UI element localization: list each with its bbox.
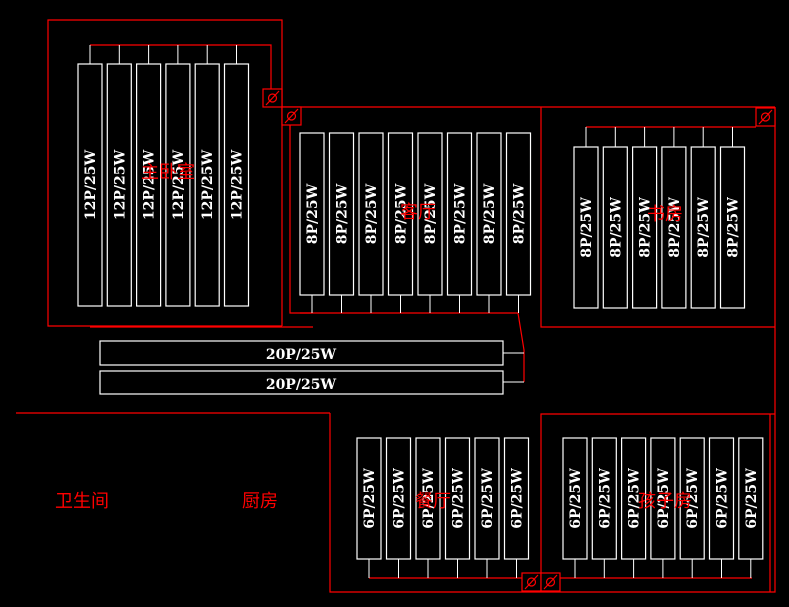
- radiator-label: 8P/25W: [638, 197, 654, 258]
- radiators: 12P/25W 12P/25W 12P/25W 12P/25W 12P/25W 12P/2…: [77, 45, 764, 578]
- radiator-label: 6P/25W: [568, 468, 584, 529]
- radiator: [299, 132, 325, 296]
- room-label-living-room: 客厅: [400, 202, 436, 223]
- bedroom-wall: [47, 19, 283, 327]
- room-label-child-room: 孩子房: [638, 491, 692, 512]
- radiator-label: 6P/25W: [715, 468, 731, 529]
- radiator-label: 12P/25W: [142, 150, 158, 221]
- radiator-label: 12P/25W: [112, 150, 128, 221]
- room-label-bathroom: 卫生间: [55, 491, 109, 512]
- radiator-label: 20P/25W: [266, 377, 337, 393]
- radiator: [690, 146, 716, 309]
- radiator-label: 8P/25W: [423, 183, 439, 244]
- radiator: [358, 132, 384, 296]
- radiator: [602, 146, 628, 309]
- radiator: [356, 437, 382, 560]
- radiator-label: 8P/25W: [608, 197, 624, 258]
- radiator-label: 6P/25W: [392, 468, 408, 529]
- radiator: [77, 63, 103, 307]
- radiator: [476, 132, 502, 296]
- living-return-pipe: [300, 312, 525, 382]
- radiator: [631, 146, 658, 309]
- valve-icon: [540, 572, 561, 592]
- radiator: [446, 132, 473, 296]
- radiator-label: 8P/25W: [512, 183, 528, 244]
- radiator: [719, 146, 746, 309]
- radiator: [474, 437, 500, 560]
- radiator-label: 20P/25W: [266, 347, 337, 363]
- radiator: [194, 63, 220, 307]
- radiator: [661, 146, 687, 309]
- room-label-study: 书房: [647, 204, 683, 225]
- radiator-label: 8P/25W: [453, 183, 469, 244]
- valve-icon: [262, 88, 283, 108]
- radiator-label: 8P/25W: [364, 183, 380, 244]
- bedroom-supply-pipe: [90, 44, 272, 89]
- radiator-label: 6P/25W: [421, 468, 437, 529]
- radiator-label: 8P/25W: [579, 197, 595, 258]
- valve-icon: [755, 107, 776, 127]
- radiator-label: 6P/25W: [362, 468, 378, 529]
- study-wall: [540, 107, 775, 328]
- room-label-dining-room: 餐厅: [415, 491, 451, 512]
- radiator: [99, 340, 504, 366]
- radiator: [679, 437, 705, 560]
- radiator-label: 8P/25W: [335, 183, 351, 244]
- radiator: [562, 437, 588, 560]
- radiator: [573, 146, 599, 309]
- radiator-label: 8P/25W: [667, 197, 683, 258]
- room-label-master-bedroom: 主卧室: [141, 162, 195, 183]
- radiator: [650, 437, 676, 560]
- radiator-label: 8P/25W: [696, 197, 712, 258]
- radiator-label: 6P/25W: [451, 468, 467, 529]
- radiator-label: 6P/25W: [480, 468, 496, 529]
- room-label-kitchen: 厨房: [242, 491, 278, 512]
- radiator-label: 8P/25W: [394, 183, 410, 244]
- radiator-label: 6P/25W: [597, 468, 613, 529]
- radiator: [223, 63, 250, 307]
- radiator-label: 12P/25W: [230, 150, 246, 221]
- radiator-label: 6P/25W: [685, 468, 701, 529]
- corridor-radiators: 20P/25W 20P/25W: [99, 340, 524, 395]
- radiator-label: 6P/25W: [627, 468, 643, 529]
- radiator: [620, 437, 647, 560]
- radiator-label: 8P/25W: [305, 183, 321, 244]
- radiator: [503, 437, 530, 560]
- radiator: [417, 132, 443, 296]
- radiator-label: 12P/25W: [83, 150, 99, 221]
- radiator: [328, 132, 355, 296]
- valve-icon: [521, 572, 542, 592]
- radiator: [708, 437, 735, 560]
- radiator-label: 6P/25W: [744, 468, 760, 529]
- radiator: [505, 132, 532, 296]
- radiator-label: 8P/25W: [726, 197, 742, 258]
- radiator: [165, 63, 191, 307]
- radiator: [738, 437, 764, 560]
- radiator: [387, 132, 414, 296]
- radiator: [106, 63, 132, 307]
- radiator: [136, 63, 162, 307]
- dining-wall: [329, 412, 776, 593]
- radiator-label: 6P/25W: [656, 468, 672, 529]
- valve-icon: [281, 106, 302, 126]
- radiator-label: 8P/25W: [482, 183, 498, 244]
- walls: [16, 19, 776, 593]
- radiator-label: 12P/25W: [200, 150, 216, 221]
- radiator-label: 6P/25W: [510, 468, 526, 529]
- radiator: [591, 437, 617, 560]
- radiator: [415, 437, 441, 560]
- child-wall: [540, 413, 775, 592]
- radiator: [385, 437, 412, 560]
- radiator: [444, 437, 471, 560]
- radiator-label: 12P/25W: [171, 150, 187, 221]
